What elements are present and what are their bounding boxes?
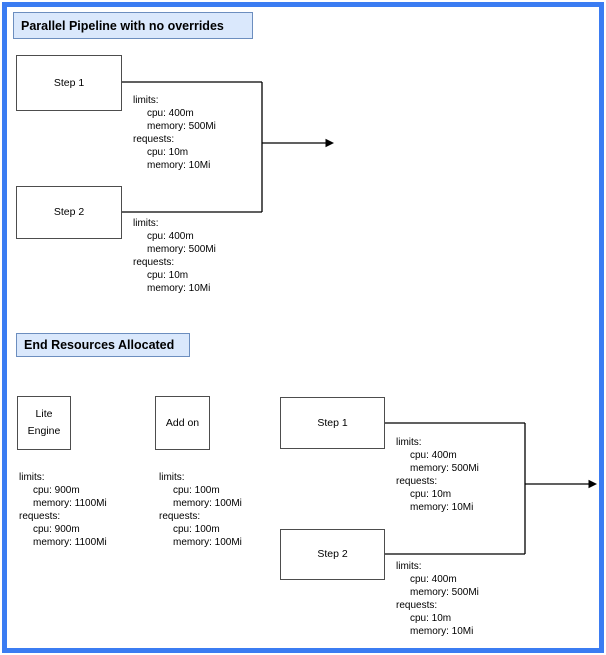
add-on-resources: limits: cpu: 100m memory: 100Mi requests… [159, 471, 242, 549]
limits-cpu: cpu: 400m [410, 574, 457, 585]
requests-cpu: cpu: 100m [173, 524, 220, 535]
requests-label: requests: [133, 134, 175, 145]
limits-cpu: cpu: 400m [147, 231, 194, 242]
limits-cpu: cpu: 900m [33, 485, 80, 496]
limits-memory: memory: 100Mi [173, 498, 242, 509]
limits-memory: memory: 500Mi [147, 244, 216, 255]
limits-cpu: cpu: 400m [410, 450, 457, 461]
limits-label: limits: [396, 561, 422, 572]
requests-label: requests: [159, 511, 201, 522]
lite-engine-label-line2: Engine [27, 425, 61, 437]
bottom-step2-resources: limits: cpu: 400m memory: 500Mi requests… [396, 560, 479, 638]
bottom-arrow-icon [588, 479, 597, 489]
top-step2-resources: limits: cpu: 400m memory: 500Mi requests… [133, 217, 216, 295]
requests-cpu: cpu: 900m [33, 524, 80, 535]
requests-memory: memory: 10Mi [410, 626, 474, 637]
limits-memory: memory: 500Mi [410, 587, 479, 598]
step-label: Step 1 [317, 416, 348, 429]
limits-cpu: cpu: 100m [173, 485, 220, 496]
lite-engine-resources: limits: cpu: 900m memory: 1100Mi request… [19, 471, 107, 549]
requests-label: requests: [19, 511, 61, 522]
requests-cpu: cpu: 10m [410, 613, 452, 624]
limits-label: limits: [133, 218, 159, 229]
requests-memory: memory: 100Mi [173, 537, 242, 548]
lite-engine-box: Lite Engine [17, 396, 71, 450]
bottom-step2-box: Step 2 [280, 529, 385, 580]
limits-memory: memory: 500Mi [147, 121, 216, 132]
requests-cpu: cpu: 10m [147, 147, 189, 158]
requests-memory: memory: 10Mi [147, 160, 211, 171]
requests-memory: memory: 10Mi [147, 283, 211, 294]
bottom-step1-resources: limits: cpu: 400m memory: 500Mi requests… [396, 436, 479, 514]
limits-memory: memory: 1100Mi [33, 498, 107, 509]
limits-cpu: cpu: 400m [147, 108, 194, 119]
limits-label: limits: [133, 95, 159, 106]
step-label: Step 2 [53, 206, 85, 218]
top-section-title: Parallel Pipeline with no overrides [13, 12, 253, 39]
step-label: Step 2 [317, 548, 348, 560]
requests-memory: memory: 10Mi [410, 502, 474, 513]
limits-label: limits: [396, 437, 422, 448]
lite-engine-label-line1: Lite [35, 408, 53, 420]
step-label: Step 1 [53, 76, 85, 89]
requests-memory: memory: 1100Mi [33, 537, 107, 548]
add-on-label: Add on [165, 416, 200, 429]
requests-label: requests: [396, 476, 438, 487]
bottom-section-title: End Resources Allocated [16, 333, 190, 357]
top-step1-resources: limits: cpu: 400m memory: 500Mi requests… [133, 94, 216, 172]
top-step1-box: Step 1 [16, 55, 122, 111]
requests-cpu: cpu: 10m [147, 270, 189, 281]
requests-label: requests: [396, 600, 438, 611]
requests-cpu: cpu: 10m [410, 489, 452, 500]
add-on-box: Add on [155, 396, 210, 450]
limits-label: limits: [19, 472, 45, 483]
bottom-step1-box: Step 1 [280, 397, 385, 449]
top-step2-box: Step 2 [16, 186, 122, 239]
limits-label: limits: [159, 472, 185, 483]
requests-label: requests: [133, 257, 175, 268]
top-arrow-icon [325, 138, 334, 148]
limits-memory: memory: 500Mi [410, 463, 479, 474]
